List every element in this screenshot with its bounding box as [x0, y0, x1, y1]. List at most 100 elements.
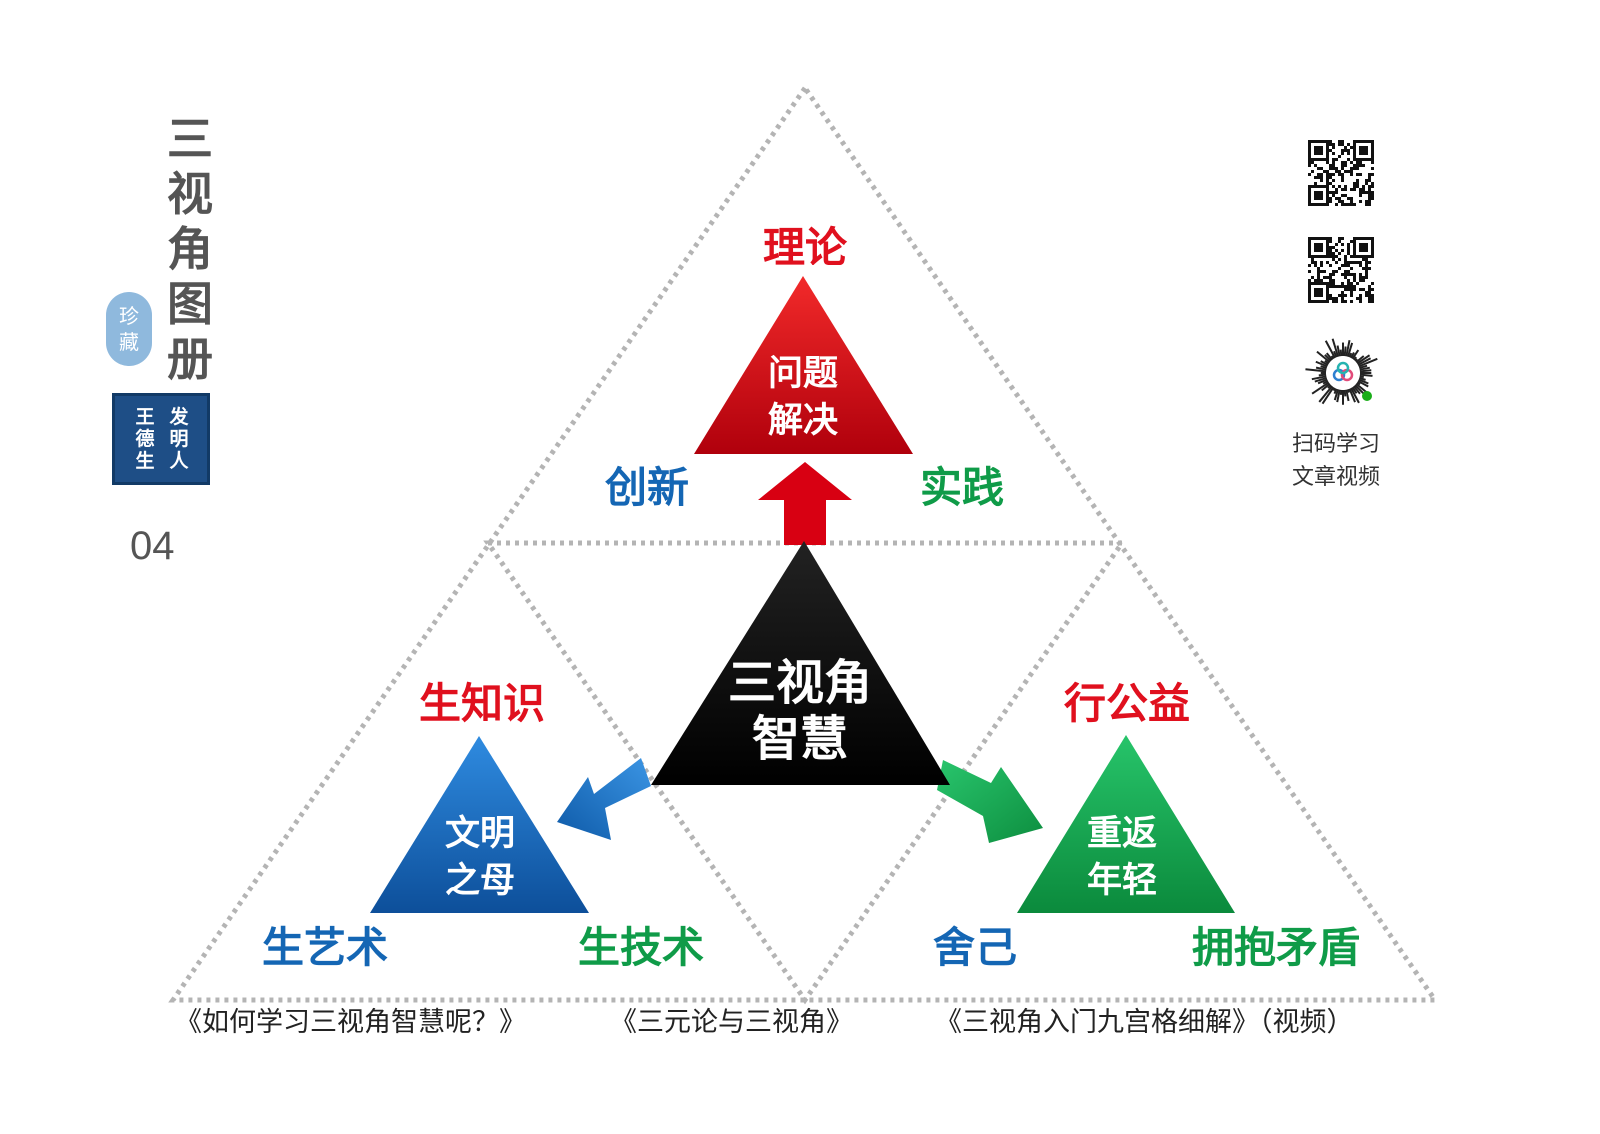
mini-code-ray [1345, 340, 1351, 357]
mini-code-ray [1346, 342, 1354, 358]
qr-module [1344, 203, 1347, 206]
qr-module [1347, 261, 1350, 264]
qr-module [1332, 279, 1335, 282]
seal-char: 人 [169, 450, 189, 472]
qr-caption: 扫码学习 文章视频 [1276, 428, 1396, 494]
top-red-triangle [694, 276, 913, 454]
qr-module [1350, 170, 1353, 173]
qr-module [1320, 270, 1323, 273]
qr-module [1326, 176, 1329, 179]
top-core-line2: 解决 [768, 401, 838, 441]
qr-module [1347, 158, 1350, 161]
qr-finder-core [1314, 288, 1323, 297]
qr-module [1347, 249, 1350, 252]
qr-module [1320, 279, 1323, 282]
mini-code-ray [1358, 378, 1369, 385]
qr-module [1320, 173, 1323, 176]
logo-ring-teal [1336, 361, 1350, 375]
qr-module [1323, 170, 1326, 173]
qr-module [1353, 203, 1356, 206]
left-left-label: 生艺术 [262, 923, 388, 972]
qr-module [1353, 273, 1356, 276]
qr-module [1350, 288, 1353, 291]
mini-code-ray [1321, 383, 1331, 392]
center-line2: 智慧 [752, 711, 848, 767]
qr-module [1332, 297, 1335, 300]
inventor-seal: 王 德 生 发 明 人 [112, 393, 210, 485]
qr-module [1335, 255, 1338, 258]
mini-code-ray [1333, 350, 1338, 358]
qr-module [1338, 170, 1341, 173]
mini-code-ray [1331, 338, 1340, 358]
qr-module [1344, 170, 1347, 173]
page-number: 04 [130, 524, 175, 568]
qr-module [1350, 197, 1353, 200]
qr-module [1332, 300, 1335, 303]
mini-code-ray [1330, 355, 1335, 360]
qr-module [1326, 261, 1329, 264]
qr-module [1347, 246, 1350, 249]
qr-module [1359, 200, 1362, 203]
mini-code-ray [1320, 365, 1328, 370]
mini-code-ray [1320, 360, 1329, 366]
qr-module [1347, 252, 1350, 255]
qr-module [1350, 240, 1353, 243]
qr-module [1347, 288, 1350, 291]
qr-module [1326, 179, 1329, 182]
qr-module [1332, 146, 1335, 149]
qr-code-2[interactable] [1308, 237, 1374, 303]
qr-module [1350, 167, 1353, 170]
qr-module [1335, 285, 1338, 288]
qr-module [1341, 164, 1344, 167]
qr-module [1314, 264, 1317, 267]
qr-module [1359, 194, 1362, 197]
qr-module [1350, 273, 1353, 276]
qr-module [1341, 173, 1344, 176]
qr-module [1353, 285, 1356, 288]
qr-module [1365, 270, 1368, 273]
qr-module [1317, 276, 1320, 279]
qr-module [1347, 285, 1350, 288]
qr-module [1338, 200, 1341, 203]
qr-module [1362, 258, 1365, 261]
mini-code-ray [1359, 366, 1370, 371]
qr-module [1335, 300, 1338, 303]
qr-module [1341, 194, 1344, 197]
qr-module [1338, 197, 1341, 200]
qr-module [1350, 282, 1353, 285]
article-link-2[interactable]: 《三元论与三视角》 [610, 1007, 853, 1038]
qr-module [1344, 276, 1347, 279]
qr-module [1353, 279, 1356, 282]
mini-code-ray [1343, 389, 1347, 397]
qr-module [1311, 258, 1314, 261]
qr-module [1332, 161, 1335, 164]
mini-code-ray [1351, 386, 1358, 394]
mini-code-ray [1314, 376, 1328, 383]
qr-module [1329, 246, 1332, 249]
seal-char: 藏 [119, 330, 139, 354]
qr-module [1329, 285, 1332, 288]
left-core-line2: 之母 [445, 861, 515, 901]
qr-module [1353, 182, 1356, 185]
article-link-3[interactable]: 《三视角入门九宫格细解》（视频） [935, 1007, 1354, 1038]
qr-module [1371, 294, 1374, 297]
mini-code-ray [1359, 373, 1373, 377]
mini-program-code[interactable] [1303, 333, 1383, 413]
qr-module [1338, 155, 1341, 158]
qr-module [1365, 291, 1368, 294]
qr-module [1335, 197, 1338, 200]
qr-module [1308, 264, 1311, 267]
article-link-1[interactable]: 《如何学习三视角智慧呢？》 [175, 1007, 526, 1038]
qr-module [1353, 185, 1356, 188]
qr-module [1335, 270, 1338, 273]
qr-module [1365, 264, 1368, 267]
qr-code-1[interactable] [1308, 140, 1374, 206]
qr-module [1329, 279, 1332, 282]
left-blue-triangle [370, 736, 589, 913]
top-core-line1: 问题 [768, 354, 838, 394]
qr-module [1308, 173, 1311, 176]
right-green-triangle [1017, 735, 1235, 913]
qr-module [1332, 273, 1335, 276]
qr-module [1368, 188, 1371, 191]
mini-code-ray [1311, 381, 1330, 395]
